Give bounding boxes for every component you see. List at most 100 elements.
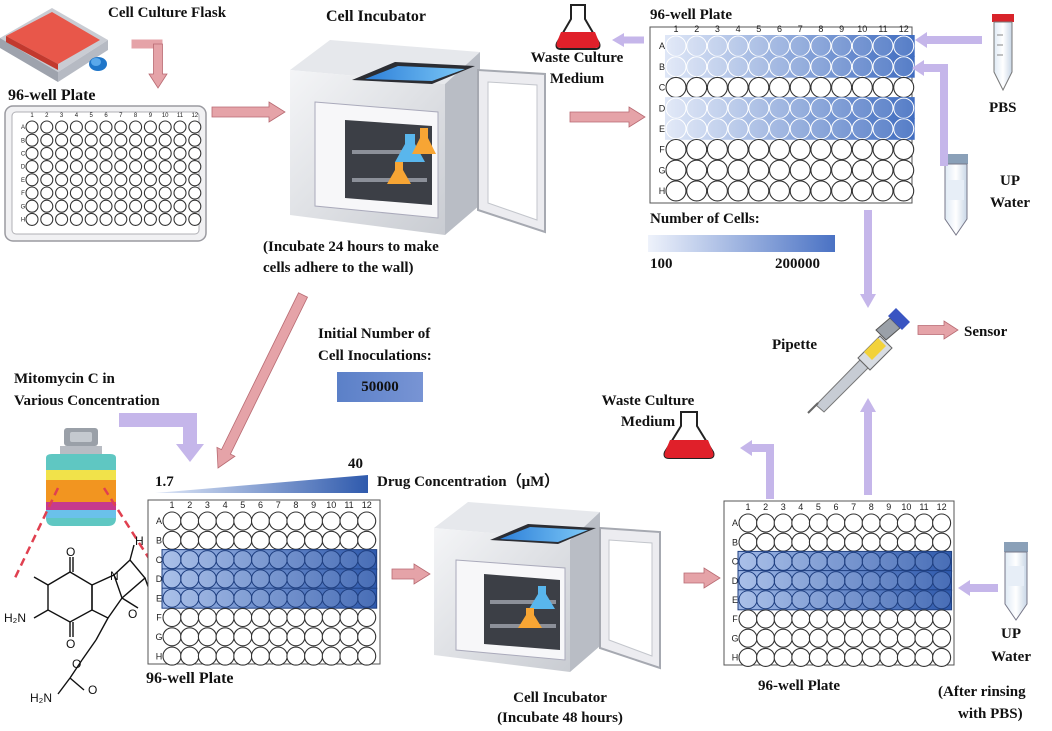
plate-well	[55, 120, 69, 134]
plate-well	[304, 530, 324, 550]
plate-well	[215, 569, 235, 589]
plate-well	[773, 513, 793, 533]
plate-well	[932, 532, 952, 552]
plate-well	[268, 588, 288, 608]
initial-number-line2: Cell Inoculations:	[318, 348, 432, 364]
plate-well	[893, 97, 915, 119]
plate-col-label: 4	[798, 502, 803, 512]
plate-well	[84, 212, 98, 226]
plate-well	[25, 133, 39, 147]
plate-well	[84, 120, 98, 134]
plate-well	[188, 160, 202, 174]
plate-well	[162, 550, 182, 570]
flow-arrow	[740, 440, 770, 456]
plate-well	[268, 627, 288, 647]
plate-well	[268, 607, 288, 628]
flow-arrow	[148, 43, 168, 89]
plate-well	[286, 511, 306, 531]
plate-well	[769, 35, 790, 57]
plate-well	[143, 120, 157, 134]
plate-well	[727, 56, 749, 78]
plate-well	[727, 180, 749, 202]
plate-well	[233, 550, 253, 570]
plate-col-label: 9	[886, 502, 891, 512]
plate-well	[665, 159, 687, 181]
plate-well	[831, 180, 853, 202]
plate-well	[861, 532, 881, 552]
plate-row-label: H	[659, 186, 666, 196]
plate-col-label: 11	[177, 113, 184, 119]
plate-well	[25, 146, 39, 160]
plate-row-label: B	[21, 138, 25, 144]
plate-well	[791, 609, 811, 629]
waste-top-line2: Medium	[549, 71, 605, 87]
plate-well	[251, 569, 270, 589]
plate-well	[173, 186, 187, 200]
plate-well	[844, 609, 864, 629]
plate-well	[215, 511, 235, 531]
pbs-tube-icon	[992, 14, 1014, 92]
plate-well	[69, 199, 83, 213]
plate-well	[879, 590, 899, 610]
plate-row-label: D	[21, 165, 26, 171]
drug-concentration-label: Drug Concentration（μM）	[377, 474, 560, 490]
plate-col-label: 7	[276, 500, 281, 510]
plate-well	[40, 146, 54, 160]
plate-well	[879, 609, 899, 629]
plate-row-label: A	[732, 518, 738, 528]
incubate-24-line1: (Incubate 24 hours to make	[263, 239, 439, 255]
plate-well	[844, 532, 864, 552]
plate-well	[162, 627, 182, 647]
plate-row-label: F	[156, 613, 162, 623]
plate-well	[826, 609, 846, 629]
plate-well	[706, 35, 728, 57]
plate-well	[826, 590, 846, 610]
plate-well	[25, 120, 39, 134]
plate-well	[129, 186, 143, 200]
plate-col-label: 12	[937, 502, 947, 512]
plate-row-label: F	[659, 145, 665, 155]
plate-well	[893, 118, 915, 140]
plate-well	[357, 588, 377, 608]
plate-well	[180, 511, 200, 531]
plate-well	[879, 647, 899, 667]
plate-col-label: 1	[169, 500, 174, 510]
plate-well	[748, 138, 770, 161]
plate-well	[665, 97, 687, 119]
plate-well	[158, 160, 172, 174]
plate-well	[861, 628, 881, 648]
plate-well	[665, 180, 687, 202]
plate-well	[215, 607, 235, 628]
plate-well	[321, 588, 341, 608]
flow-arrow	[683, 567, 721, 589]
plate-well	[162, 607, 182, 628]
plate-well	[914, 590, 934, 610]
plate-well	[932, 609, 952, 629]
plate-col-label: 10	[326, 500, 336, 510]
plate-well	[69, 186, 83, 200]
plate-well	[738, 513, 758, 533]
plate-well	[756, 551, 776, 571]
atom-h-1: H	[135, 534, 144, 548]
plate-well	[738, 590, 758, 610]
plate-well	[686, 35, 708, 57]
plate-well	[173, 120, 187, 134]
plate-well	[304, 627, 324, 647]
plate-well	[69, 120, 83, 134]
plate-col-label: 12	[362, 500, 372, 510]
plate-well	[773, 551, 793, 571]
pbs-label: PBS	[989, 100, 1017, 116]
plate-well	[756, 571, 776, 591]
plate-row-label: D	[659, 103, 666, 113]
plate-row-label: G	[21, 204, 26, 210]
plate-well	[686, 56, 708, 78]
drug-max-label: 40	[348, 456, 363, 472]
plate-well	[851, 76, 873, 98]
plate-well	[304, 569, 324, 589]
plate-well	[851, 138, 873, 161]
plate-row-label: C	[21, 152, 26, 158]
cell-culture-flask-label: Cell Culture Flask	[108, 5, 227, 21]
waste-flask-bottom-icon	[663, 411, 715, 459]
plate-well	[896, 551, 916, 571]
